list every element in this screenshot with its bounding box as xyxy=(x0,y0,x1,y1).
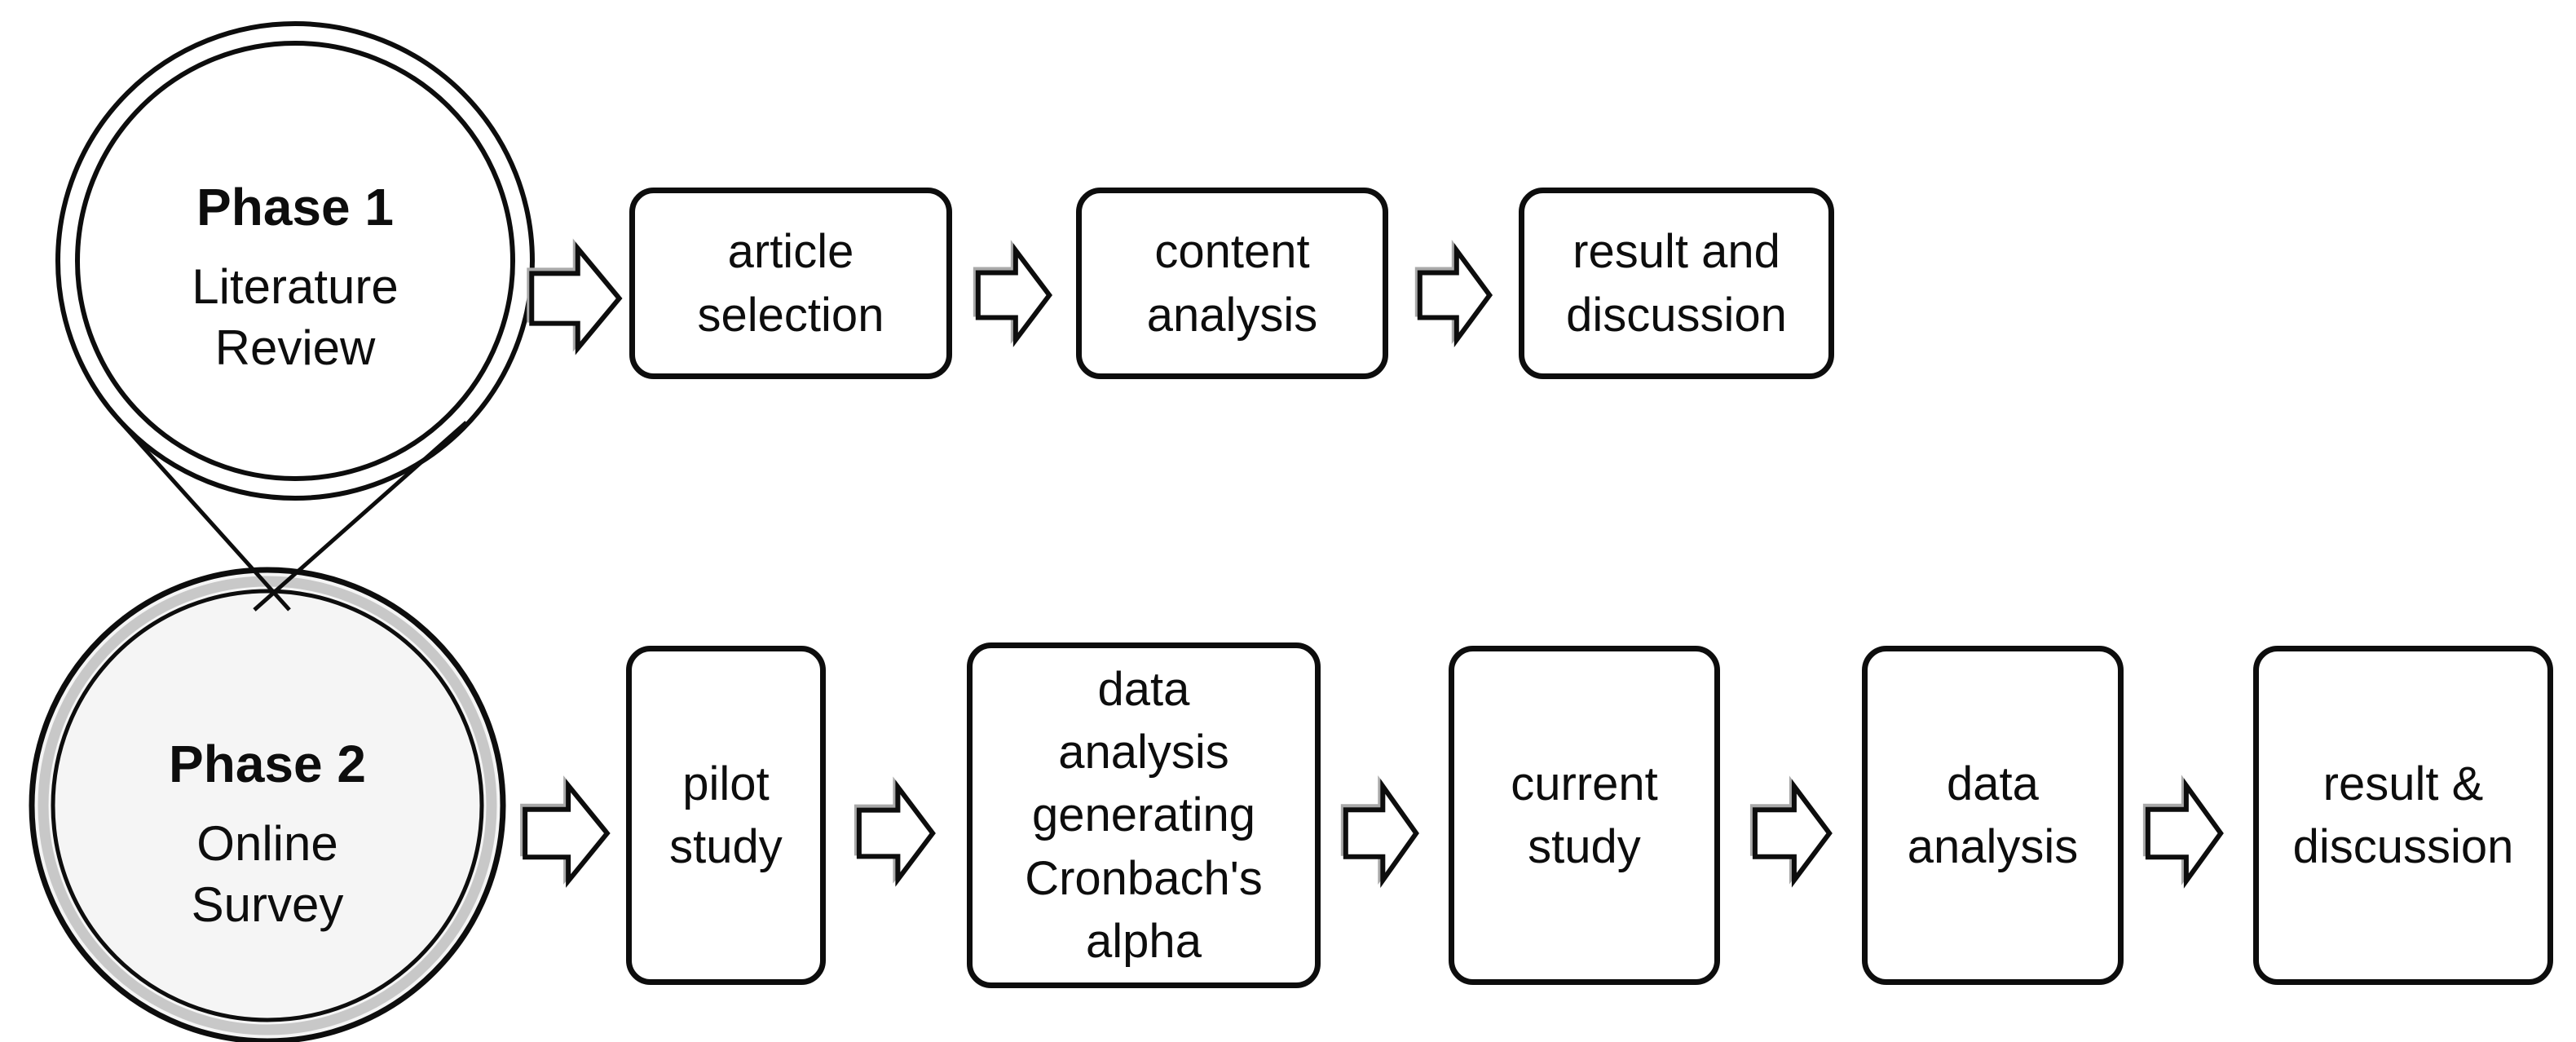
step-label: pilot study xyxy=(669,757,783,873)
flow-arrow-icon xyxy=(2146,780,2223,886)
step-label: content analysis xyxy=(1146,225,1318,342)
phase1-circle-shape xyxy=(55,21,535,612)
step-label: result & discussion xyxy=(2292,757,2514,873)
phase1-title: Phase 1 xyxy=(196,178,394,236)
step-data-analysis: data analysis xyxy=(1862,646,2124,985)
flow-arrow-icon xyxy=(523,780,610,886)
step-label: article selection xyxy=(697,225,884,342)
flow-arrow-icon xyxy=(1344,781,1418,885)
step-content-analysis: content analysis xyxy=(1076,188,1388,379)
flow-arrow-icon xyxy=(530,243,622,354)
step-result-ampersand-discussion: result & discussion xyxy=(2253,646,2553,985)
step-pilot-study: pilot study xyxy=(626,646,826,985)
step-current-study: current study xyxy=(1449,646,1720,985)
step-result-and-discussion: result and discussion xyxy=(1519,188,1834,379)
flow-arrow-icon xyxy=(1753,781,1832,885)
phase1-subtitle: Literature Review xyxy=(192,259,399,375)
phase2-title: Phase 2 xyxy=(169,735,366,793)
phase2-label-group: Phase 2 Online Survey xyxy=(64,738,471,935)
step-label: data analysis xyxy=(1907,757,2079,873)
flow-arrow-icon xyxy=(977,245,1052,345)
phase2-circle-shape xyxy=(29,567,506,1042)
flow-arrow-icon xyxy=(1418,245,1492,345)
step-data-analysis-cronbachs-alpha: data analysis generating Cronbach's alph… xyxy=(967,642,1321,988)
phase1-label-group: Phase 1 Literature Review xyxy=(91,181,499,378)
step-article-selection: article selection xyxy=(629,188,952,379)
step-label: data analysis generating Cronbach's alph… xyxy=(1025,663,1263,968)
phase2-subtitle: Online Survey xyxy=(191,816,344,932)
step-label: result and discussion xyxy=(1566,225,1787,342)
step-label: current study xyxy=(1511,757,1658,873)
flow-arrow-icon xyxy=(858,782,935,885)
